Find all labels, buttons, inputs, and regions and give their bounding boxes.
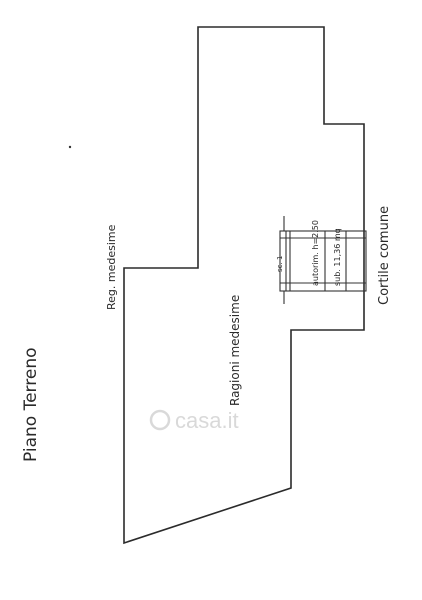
floor-title: Piano Terreno <box>21 348 41 463</box>
watermark-text: casa.it <box>175 408 239 433</box>
label-stair-small: sc. 1 <box>276 256 284 272</box>
label-stair-main: autorim. h=2.50 <box>311 220 320 286</box>
dot-mark <box>68 145 72 149</box>
stair-block <box>279 216 367 304</box>
label-stair-area: sub. 11,36 mq <box>333 228 342 286</box>
label-cortile-comune: Cortile comune <box>377 206 392 305</box>
label-ragioni-medesime: Ragioni medesime <box>228 295 242 406</box>
building-outline <box>123 26 365 545</box>
label-reg-medesime: Reg. medesime <box>105 224 118 310</box>
watermark: casa.it <box>149 408 239 433</box>
